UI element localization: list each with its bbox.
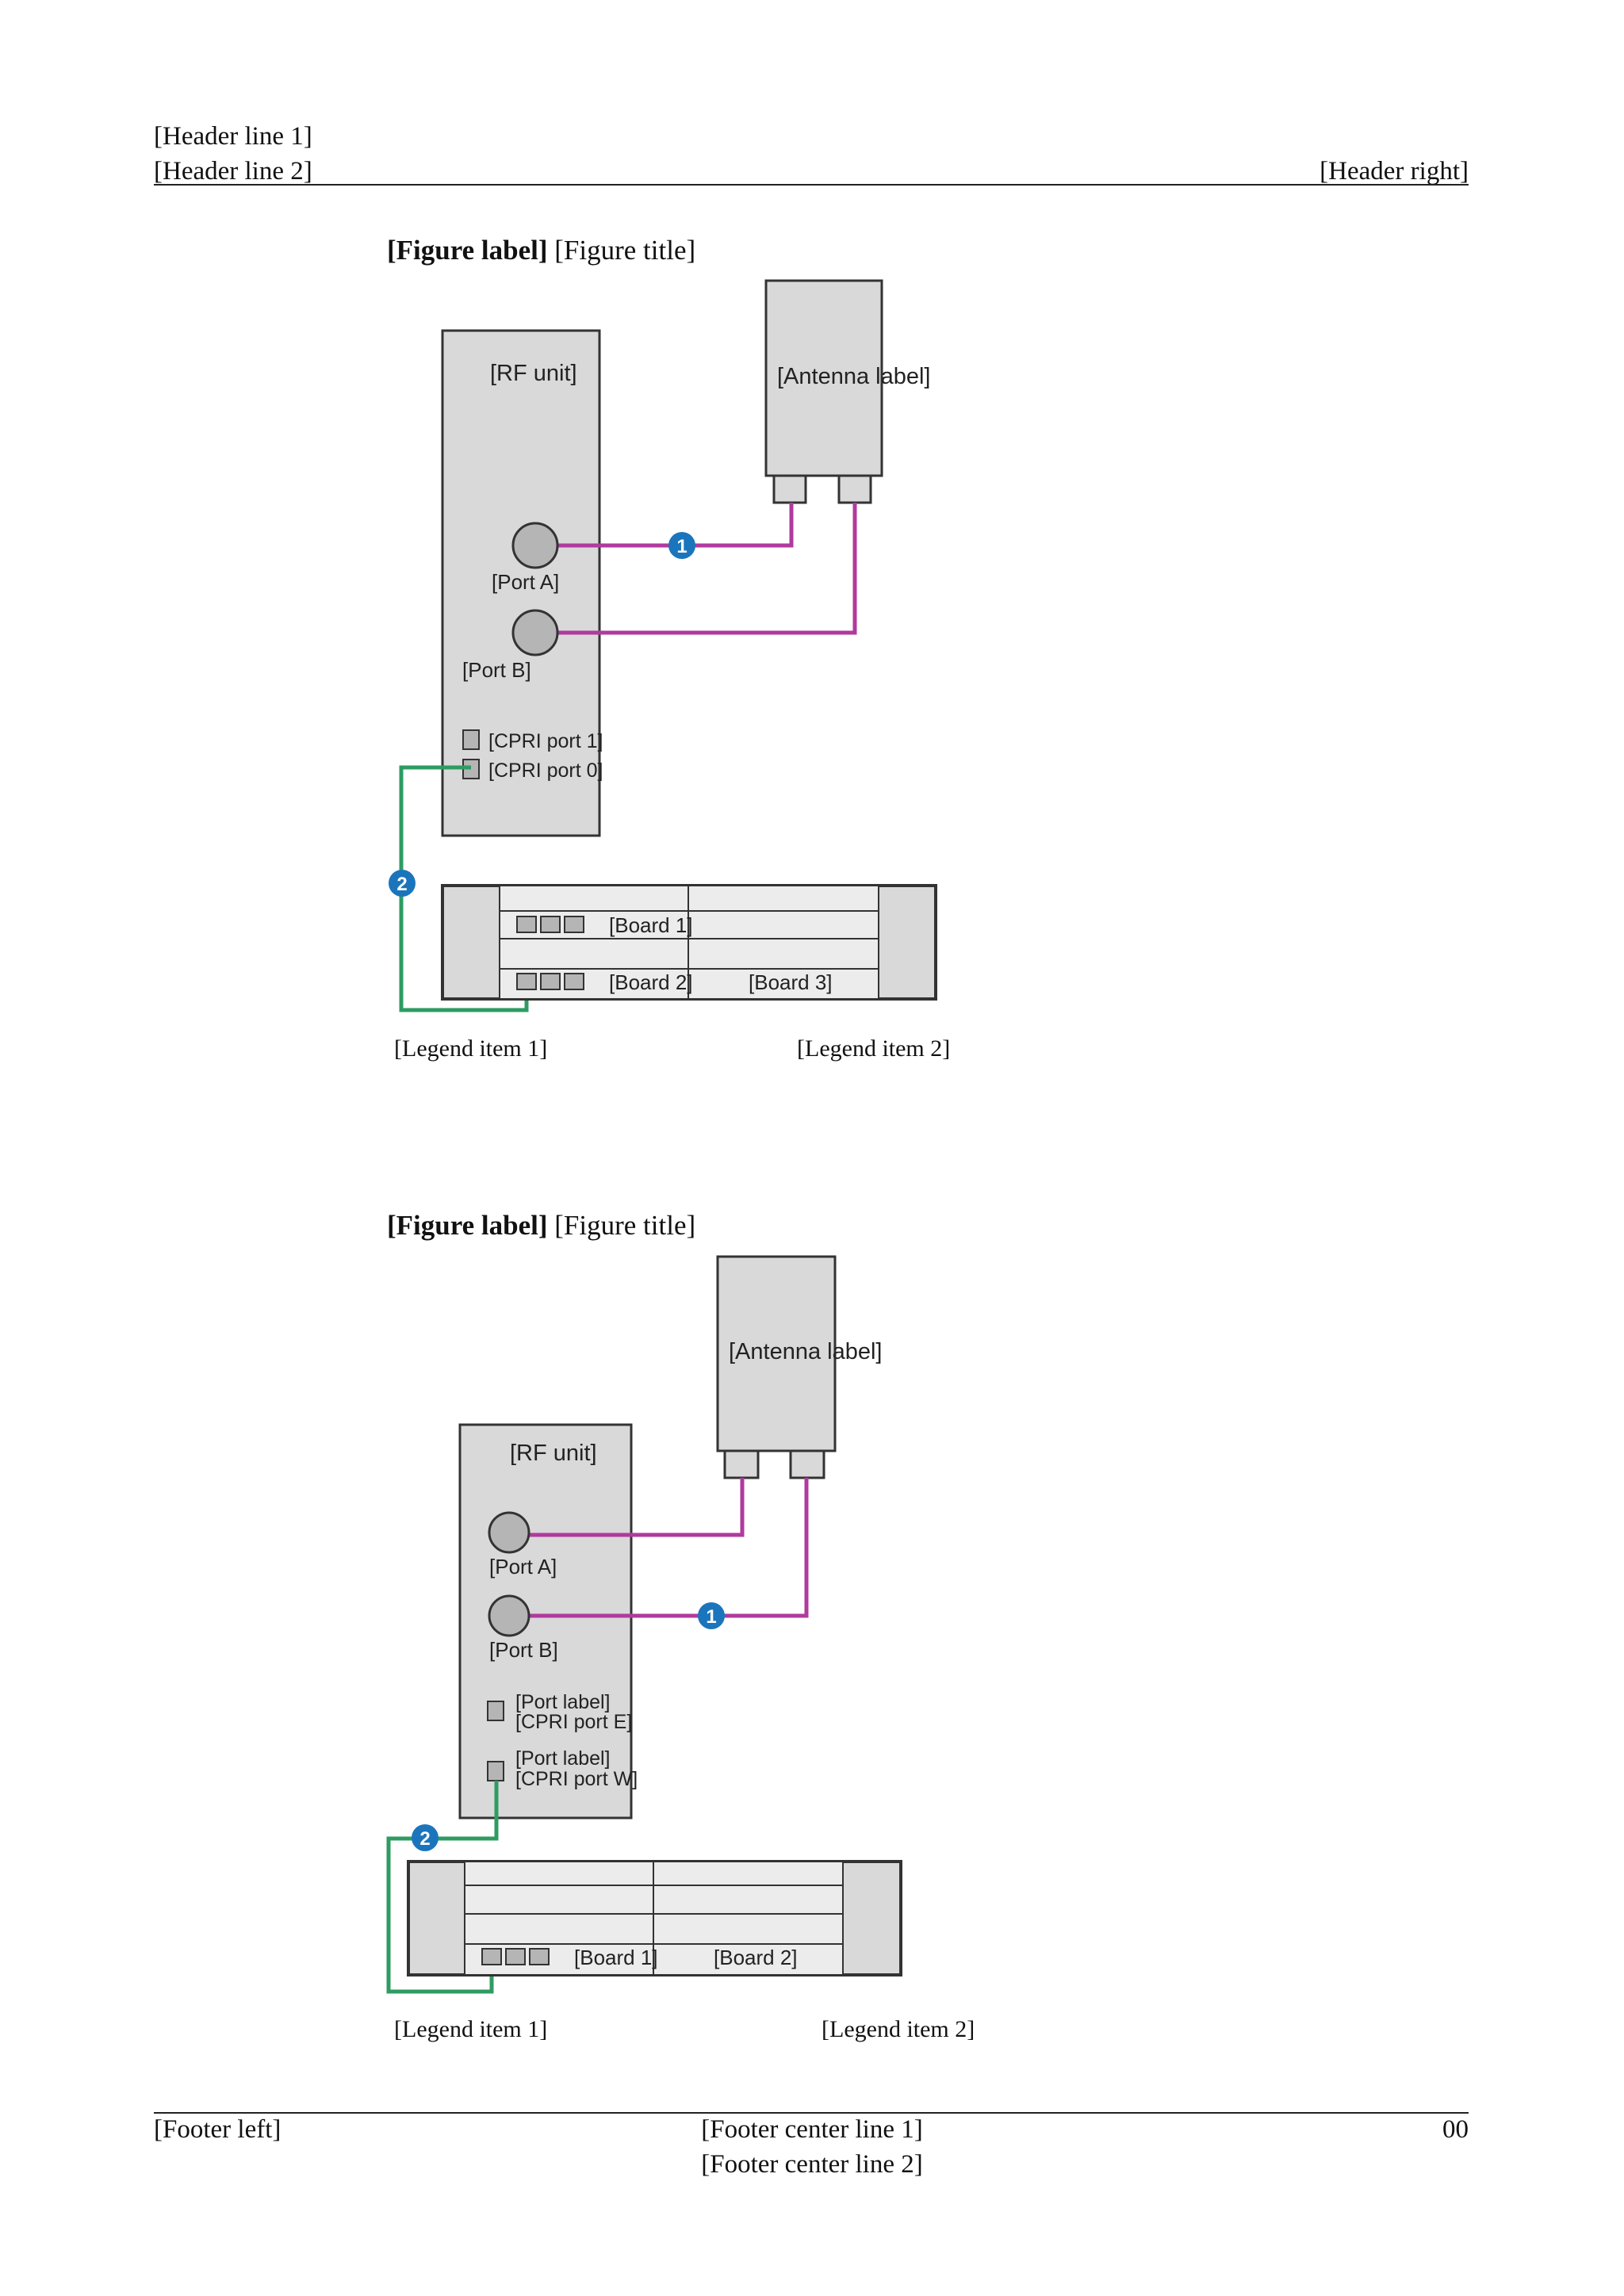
figure-2-label: [Figure label] xyxy=(387,1210,548,1241)
figure-1-caption: [Figure label] [Figure title] xyxy=(387,232,695,269)
antenna-box xyxy=(716,1255,837,1452)
header-title: [Header line 1] xyxy=(154,122,312,151)
board-1-port-3 xyxy=(529,1948,550,1965)
rf-unit-box xyxy=(441,329,601,837)
antenna-connector-right xyxy=(789,1449,825,1479)
callout-2-number: 2 xyxy=(419,1828,430,1850)
callout-1-badge xyxy=(698,1602,725,1629)
board-1-port-1 xyxy=(516,916,537,933)
figure-1-title: [Figure title] xyxy=(554,235,696,266)
header-subtitle: [Header line 2] xyxy=(154,157,312,186)
cpri-e-port xyxy=(487,1701,504,1721)
footer-center: [Footer center line 1] [Footer center li… xyxy=(476,2112,1148,2182)
rf-jumper-1 xyxy=(536,503,794,548)
antenna-connector-left xyxy=(723,1449,760,1479)
rf-unit-label: [RF unit] xyxy=(510,1441,597,1466)
callout-1-badge xyxy=(668,532,695,559)
figure-1-legend-item-1: [Legend item 1] xyxy=(394,1035,548,1062)
rf-unit-label: [RF unit] xyxy=(490,361,577,386)
antenna-label: [Antenna label] xyxy=(729,1339,882,1364)
header-left: [Header line 1] [Header line 2] xyxy=(154,119,312,189)
header-rule xyxy=(154,184,1469,186)
callout-2-badge xyxy=(389,870,416,897)
port-b-label: [Port B] xyxy=(489,1638,558,1662)
port-a-label: [Port A] xyxy=(489,1555,557,1578)
board-2-label: [Board 2] xyxy=(714,1946,798,1969)
figure-2-caption: [Figure label] [Figure title] xyxy=(387,1207,695,1244)
footer-copyright: [Footer center line 2] xyxy=(701,2150,923,2179)
board-2-port-3 xyxy=(564,973,584,990)
port-b-label: [Port B] xyxy=(462,658,531,682)
board-1-port-2 xyxy=(505,1948,526,1965)
cpri0-label: [CPRI port 0] xyxy=(488,760,603,782)
txrx-1-label: [Port label] xyxy=(515,1691,611,1713)
header-chapter: [Header right] xyxy=(1320,157,1469,186)
port-a-connector xyxy=(488,1511,530,1554)
board-2-label: [Board 2] xyxy=(609,970,693,994)
rf-unit-box xyxy=(458,1423,633,1820)
figure-1-label: [Figure label] xyxy=(387,235,548,266)
board-1-port-1 xyxy=(481,1948,502,1965)
board-2-port-2 xyxy=(540,973,561,990)
cpri-w-port xyxy=(487,1761,504,1781)
cpri1-port xyxy=(462,729,480,750)
port-b-connector xyxy=(511,609,559,656)
antenna-box xyxy=(764,279,883,477)
antenna-connector-right xyxy=(837,474,872,504)
callout-1-number: 1 xyxy=(676,536,687,557)
txrx-2-label: [Port label] xyxy=(515,1747,611,1770)
cpri-cable xyxy=(386,1781,499,1994)
callout-2-badge xyxy=(412,1824,439,1851)
figure-2-title: [Figure title] xyxy=(554,1210,696,1241)
figure-2-diagram: [Antenna label] [RF unit] [Port A] [Port… xyxy=(386,1255,902,1994)
rf-jumper-2 xyxy=(509,1478,809,1618)
footer-confidential: [Footer center line 1] xyxy=(701,2115,923,2144)
board-1-port-3 xyxy=(564,916,584,933)
rf-jumper-1 xyxy=(509,1478,745,1537)
board-2-port-1 xyxy=(516,973,537,990)
page-number: 00 xyxy=(1442,2115,1469,2144)
figure-1-legend-item-2: [Legend item 2] xyxy=(797,1035,951,1062)
board-1-label: [Board 1] xyxy=(609,913,693,937)
antenna-connector-left xyxy=(772,474,807,504)
port-a-label: [Port A] xyxy=(492,570,559,594)
cpri-e-label: [CPRI port E] xyxy=(515,1711,632,1733)
port-a-connector xyxy=(511,522,559,569)
rf-jumper-2 xyxy=(536,503,857,635)
footer-rule xyxy=(154,2112,1469,2114)
figure-2-legend-item-1: [Legend item 1] xyxy=(394,2016,548,2042)
figure-1-diagram: [RF unit] [Antenna label] [Port A] [Port… xyxy=(389,279,937,1012)
callout-2-number: 2 xyxy=(396,874,407,895)
port-b-connector xyxy=(488,1594,530,1637)
antenna-label: [Antenna label] xyxy=(777,364,930,389)
callout-1-number: 1 xyxy=(706,1606,716,1628)
board-1-port-2 xyxy=(540,916,561,933)
board-1-label: [Board 1] xyxy=(574,1946,658,1969)
figure-2-legend-item-2: [Legend item 2] xyxy=(822,2016,975,2042)
cpri1-label: [CPRI port 1] xyxy=(488,730,603,752)
cpri-w-label: [CPRI port W] xyxy=(515,1768,638,1790)
footer-issue: [Footer left] xyxy=(154,2115,282,2144)
board-3-label: [Board 3] xyxy=(749,970,833,994)
